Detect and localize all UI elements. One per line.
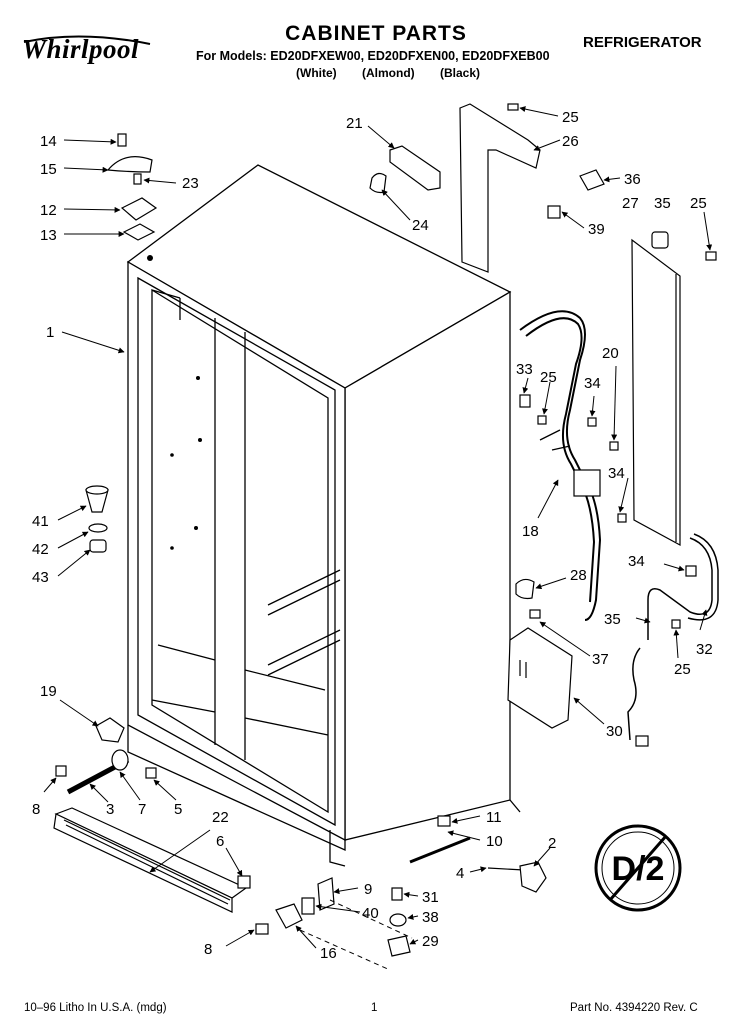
- cabinet-shell: [126, 164, 521, 867]
- callout-20: 20: [602, 345, 619, 362]
- assembly-dashed-lines: [299, 899, 413, 971]
- d2-badge: D/2: [594, 824, 682, 912]
- callout-42: 42: [32, 541, 49, 558]
- callout-34-lower: 34: [628, 553, 645, 570]
- footer-page-number: 1: [371, 1002, 378, 1014]
- callout-22: 22: [212, 809, 229, 826]
- callout-25-mid: 25: [540, 369, 557, 386]
- machine-cover: [507, 627, 573, 729]
- callout-5: 5: [174, 801, 182, 818]
- callout-14: 14: [40, 133, 57, 150]
- callout-15: 15: [40, 161, 57, 178]
- callout-37: 37: [592, 651, 609, 668]
- wiring-harness: [519, 310, 602, 621]
- callout-23: 23: [182, 175, 199, 192]
- clamp-part: [515, 578, 541, 619]
- callout-29: 29: [422, 933, 439, 950]
- variant-black: (Black): [440, 66, 481, 80]
- bottom-right-parts: [255, 815, 547, 957]
- page-title: CABINET PARTS: [285, 22, 467, 45]
- callout-18: 18: [522, 523, 539, 540]
- bottom-hinge-parts: [55, 717, 157, 795]
- callout-34-middle: 34: [608, 465, 625, 482]
- callout-7: 7: [138, 801, 146, 818]
- callout-39: 39: [588, 221, 605, 238]
- callout-10: 10: [486, 833, 503, 850]
- rear-duct-panel: [459, 103, 541, 273]
- variant-white: (White): [296, 66, 337, 80]
- logo-swoosh: [23, 35, 151, 45]
- side-panel: [631, 231, 717, 547]
- callout-labels: 14 15 23 12 13 1 21 24 25 26 36 39 27 35…: [32, 109, 713, 962]
- callout-35-top: 35: [654, 195, 671, 212]
- callout-27: 27: [622, 195, 639, 212]
- callout-36: 36: [624, 171, 641, 188]
- callout-4: 4: [456, 865, 464, 882]
- callout-32: 32: [696, 641, 713, 658]
- callout-21: 21: [346, 115, 363, 132]
- callout-11: 11: [486, 809, 502, 826]
- toe-grille: [53, 807, 251, 913]
- callout-1: 1: [46, 324, 54, 341]
- rear-screws: [519, 394, 697, 629]
- badge-text: D/2: [612, 850, 665, 888]
- callout-25-lower: 25: [674, 661, 691, 678]
- callout-8-bottom: 8: [204, 941, 212, 958]
- callout-16: 16: [320, 945, 337, 962]
- callout-31: 31: [422, 889, 439, 906]
- footer-part-number: Part No. 4394220 Rev. C: [570, 1002, 698, 1014]
- callout-9: 9: [364, 881, 372, 898]
- callout-8-left: 8: [32, 801, 40, 818]
- callout-40: 40: [362, 905, 379, 922]
- callout-13: 13: [40, 227, 57, 244]
- callout-leaders: [43, 106, 713, 949]
- variant-almond: (Almond): [362, 66, 415, 80]
- footer-litho: 10–96 Litho In U.S.A. (mdg): [24, 1002, 167, 1014]
- cabinet-screw-holes: [147, 255, 202, 550]
- clip-parts: [547, 169, 605, 219]
- callout-2: 2: [548, 835, 556, 852]
- callout-25-top: 25: [562, 109, 579, 126]
- callout-38: 38: [422, 909, 439, 926]
- callout-28: 28: [570, 567, 587, 584]
- callout-30: 30: [606, 723, 623, 740]
- callout-34-upper: 34: [584, 375, 601, 392]
- callout-19: 19: [40, 683, 57, 700]
- callout-3: 3: [106, 801, 114, 818]
- callout-35-lower: 35: [604, 611, 621, 628]
- model-list: For Models: ED20DFXEW00, ED20DFXEN00, ED…: [196, 49, 550, 63]
- callout-41: 41: [32, 513, 49, 530]
- category-label: REFRIGERATOR: [583, 34, 702, 51]
- leveling-foot-parts: [85, 485, 109, 553]
- callout-6: 6: [216, 833, 224, 850]
- callout-24: 24: [412, 217, 429, 234]
- callout-43: 43: [32, 569, 49, 586]
- callout-12: 12: [40, 202, 57, 219]
- callout-33: 33: [516, 361, 533, 378]
- callout-26: 26: [562, 133, 579, 150]
- top-brackets: [369, 145, 441, 194]
- callout-25-right: 25: [690, 195, 707, 212]
- top-hinge-assembly: [106, 133, 158, 241]
